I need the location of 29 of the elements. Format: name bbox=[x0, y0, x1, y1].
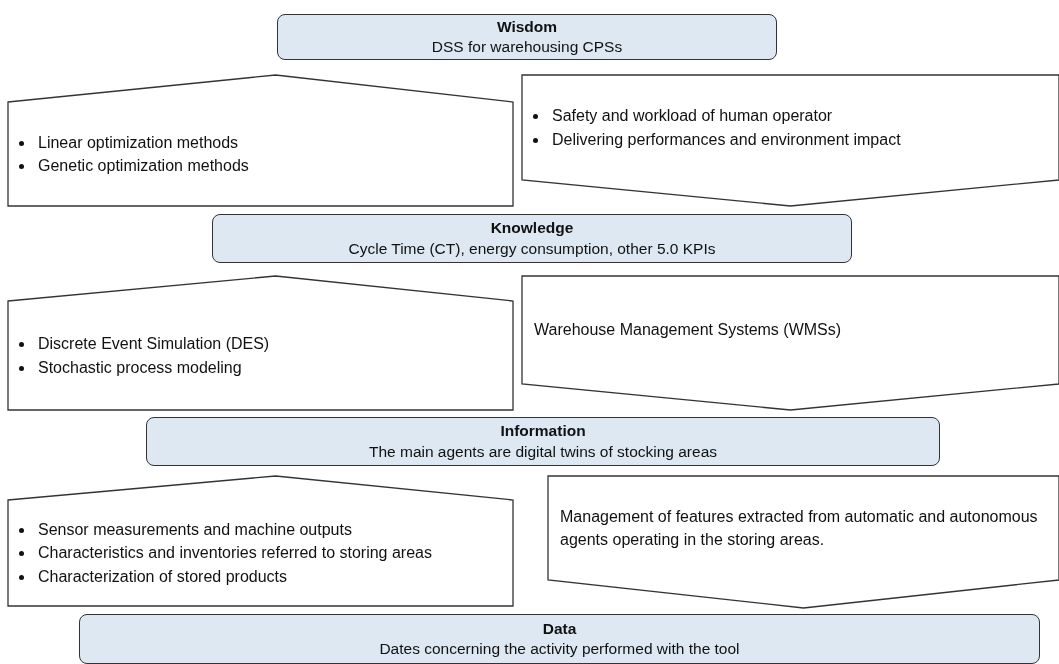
panel-text: Management of features extracted from automatic and autonomous agents operating in the storing areas. bbox=[559, 506, 1039, 550]
bullet-item: Stochastic process modeling bbox=[38, 358, 242, 376]
level-box bbox=[146, 417, 940, 466]
down-arrow-panel bbox=[522, 75, 1059, 206]
bullet-item: Genetic optimization methods bbox=[38, 157, 249, 174]
level-heading: Wisdom bbox=[495, 16, 559, 37]
up-arrow-panel bbox=[8, 276, 513, 410]
bullet-item: Safety and workload of human operator bbox=[552, 107, 833, 125]
bullet-item: Characterization of stored products bbox=[38, 567, 287, 585]
bullet-item: Delivering performances and environment impact bbox=[552, 130, 901, 148]
level-description: DSS for warehousing CPSs bbox=[430, 37, 624, 57]
bullet-item: Sensor measurements and machine outputs bbox=[38, 521, 352, 539]
level-box bbox=[212, 214, 852, 263]
level-description: The main agents are digital twins of stocking areas bbox=[367, 441, 719, 462]
bullet-item: Characteristics and inventories referred to storing areas bbox=[38, 544, 432, 562]
level-description: Dates concerning the activity performed with the tool bbox=[378, 639, 741, 659]
level-heading: Knowledge bbox=[489, 218, 575, 239]
level-box bbox=[277, 14, 777, 60]
level-description: Cycle Time (CT), energy consumption, other 5.0 KPIs bbox=[347, 238, 717, 259]
level-heading: Information bbox=[499, 421, 587, 442]
level-heading: Data bbox=[541, 618, 578, 639]
down-arrow-panel bbox=[522, 276, 1059, 410]
bullet-item: Discrete Event Simulation (DES) bbox=[38, 335, 270, 353]
panel-text: Warehouse Management Systems (WMSs) bbox=[533, 320, 843, 341]
up-arrow-panel bbox=[8, 476, 513, 606]
down-arrow-panel bbox=[548, 476, 1059, 608]
up-arrow-panel bbox=[8, 75, 513, 206]
level-box bbox=[79, 614, 1040, 664]
bullet-item: Linear optimization methods bbox=[38, 133, 239, 151]
